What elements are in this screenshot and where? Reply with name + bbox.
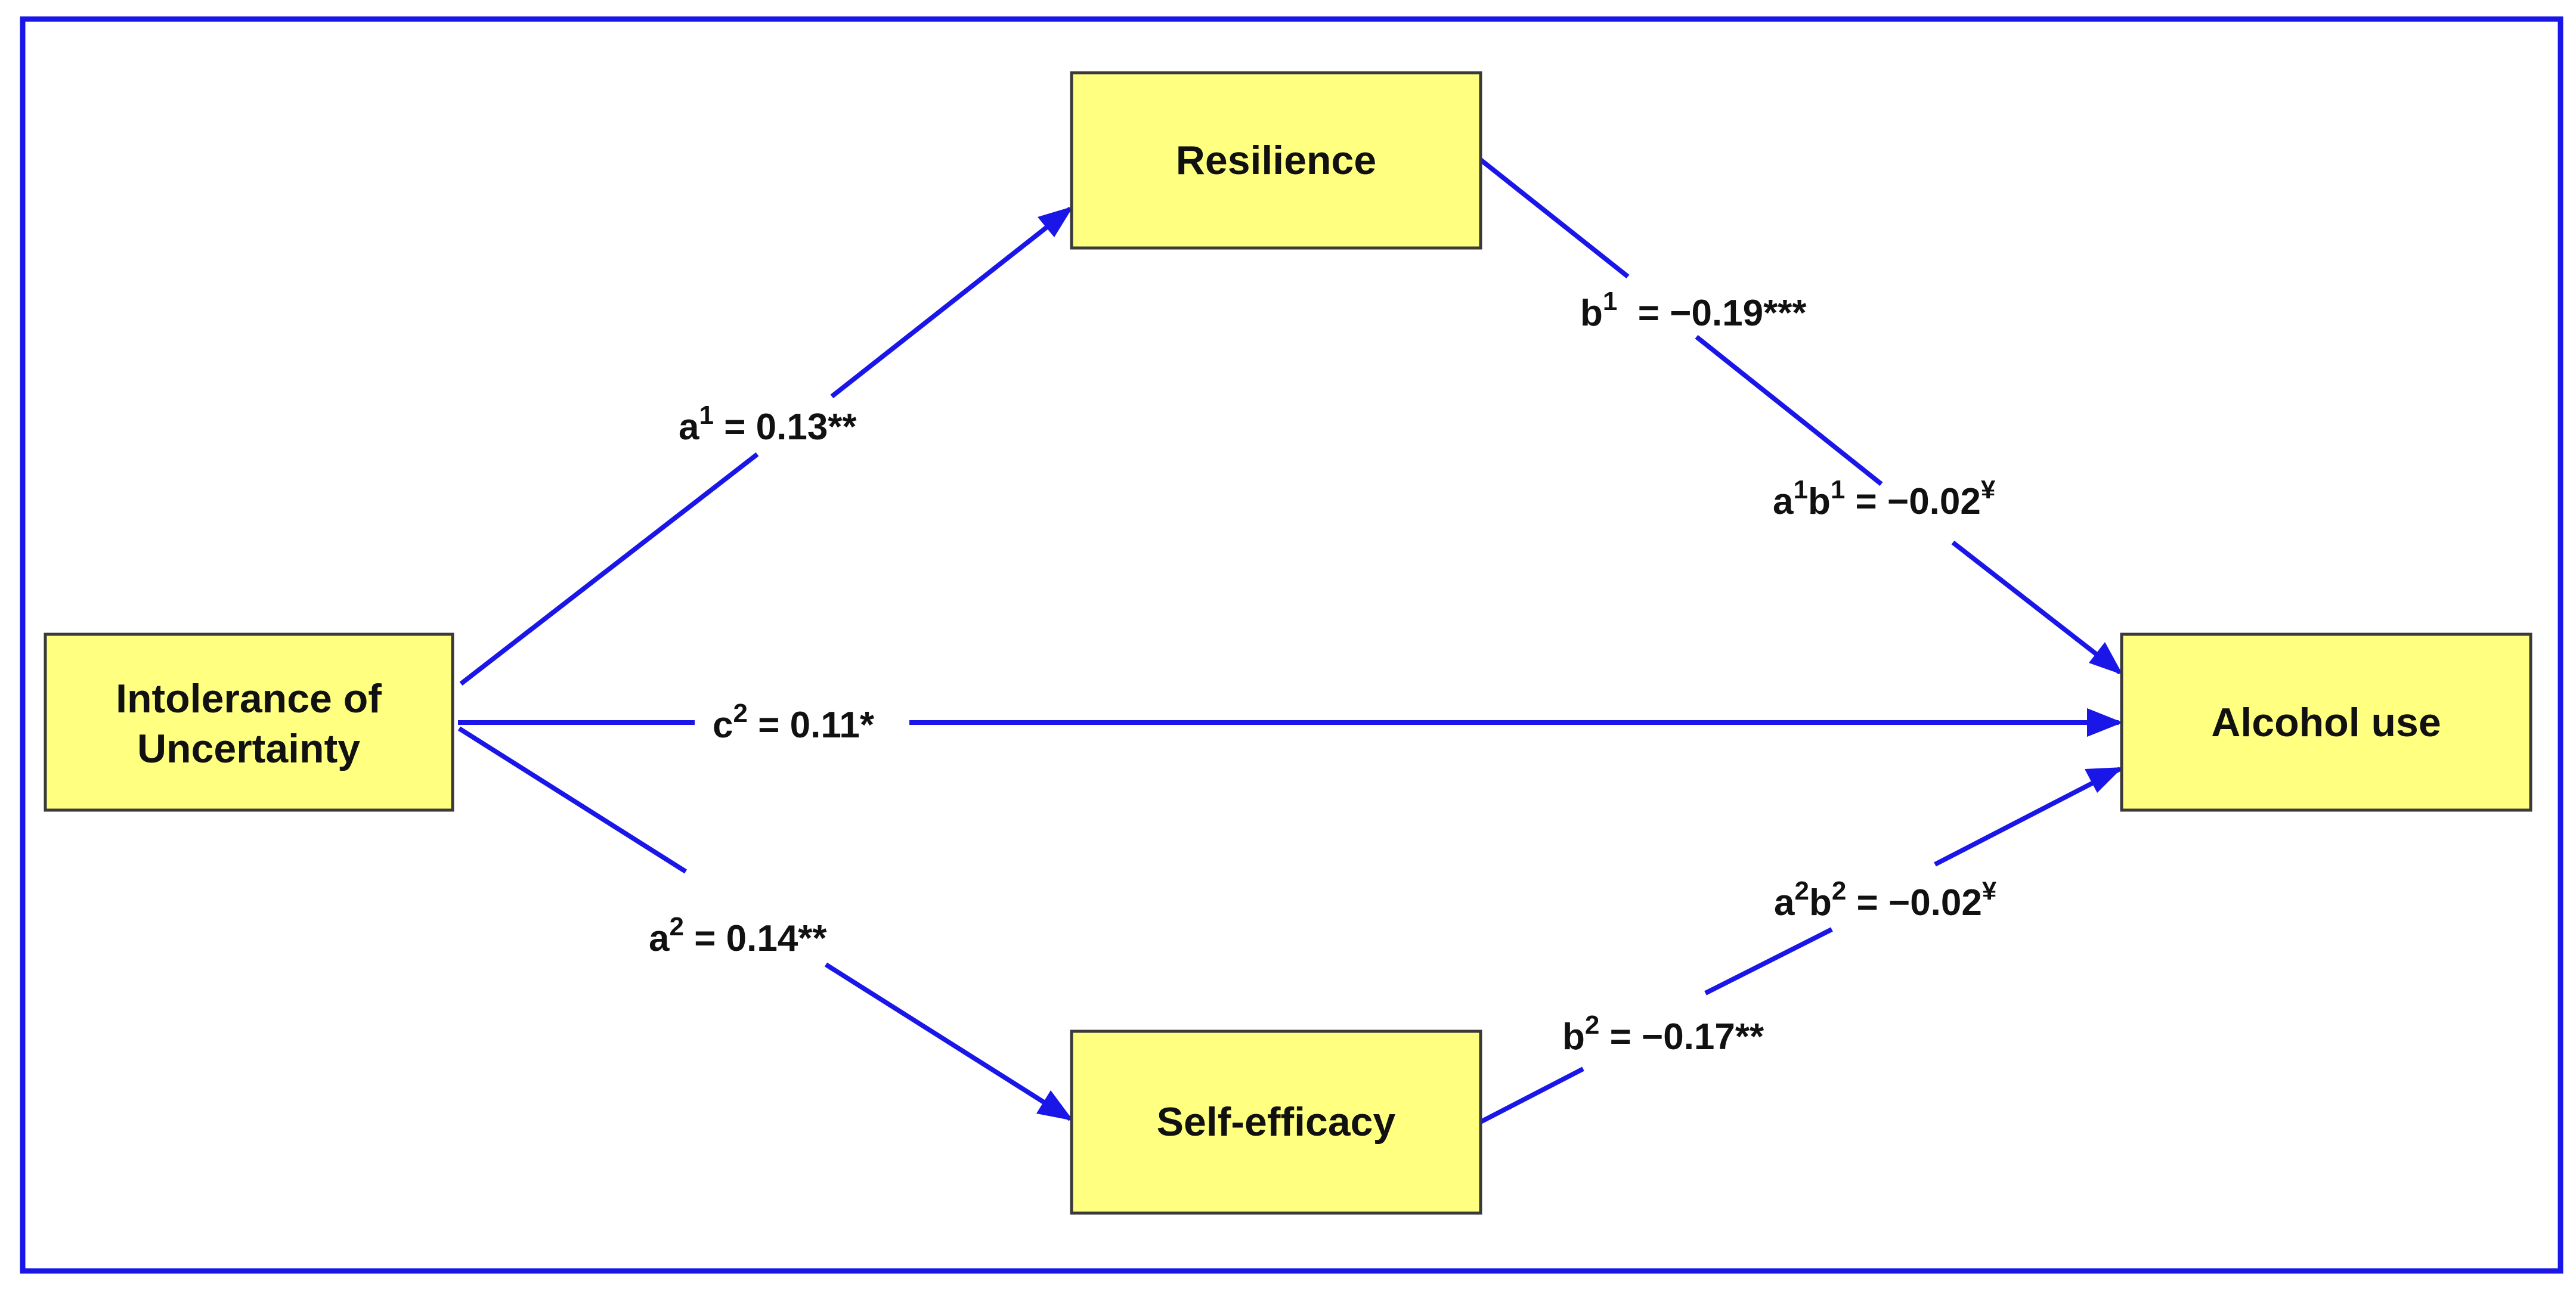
path-a1-arrow	[459, 206, 1073, 686]
node-self-efficacy: Self-efficacy	[1070, 1030, 1482, 1215]
path-a2-arrow	[457, 726, 1073, 1121]
node-intolerance-line2: Uncertainty	[137, 726, 360, 771]
label-b1: b1 = −0.19***	[1580, 287, 1807, 334]
node-alcohol-use-label: Alcohol use	[2211, 700, 2441, 745]
path-c2-arrow	[458, 708, 2123, 737]
path-b2-arrow	[1479, 767, 2123, 1124]
label-b2: b2 = −0.17**	[1562, 1010, 1764, 1058]
label-a2b2: a2b2 = −0.02¥	[1774, 876, 1997, 923]
label-a1b1: a1b1 = −0.02¥	[1773, 475, 1996, 522]
label-a1: a1 = 0.13**	[679, 401, 857, 448]
label-c2: c2 = 0.11*	[713, 699, 875, 746]
label-a2: a2 = 0.14**	[649, 912, 827, 959]
node-intolerance-of-uncertainty: Intolerance of Uncertainty	[44, 632, 454, 812]
node-resilience-label: Resilience	[1176, 138, 1376, 183]
path-b1-arrow	[1479, 157, 2123, 675]
node-alcohol-use: Alcohol use	[2120, 632, 2532, 812]
node-resilience: Resilience	[1070, 71, 1482, 250]
diagram-frame	[20, 16, 2563, 1274]
node-intolerance-line1: Intolerance of	[116, 676, 382, 721]
node-self-efficacy-label: Self-efficacy	[1157, 1099, 1396, 1145]
